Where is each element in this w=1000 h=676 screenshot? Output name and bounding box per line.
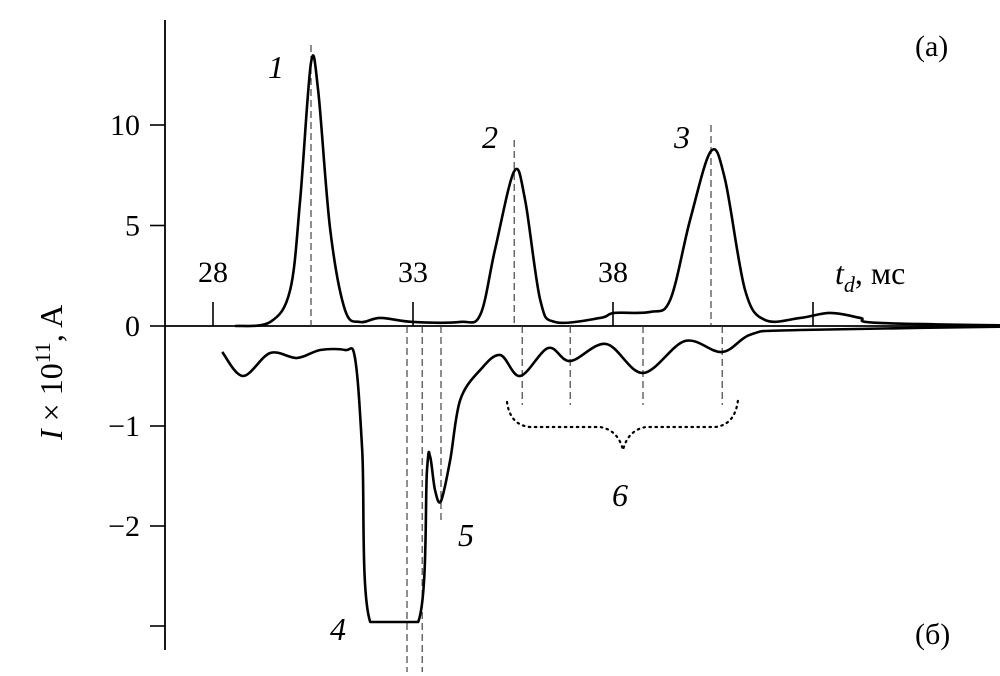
- brace-6: [505, 398, 740, 451]
- x-axis-label: td, мс: [835, 255, 905, 297]
- x-label-subscript: d: [844, 272, 856, 297]
- peak-label-6: 6: [612, 477, 628, 513]
- series-line-a: [234, 54, 1000, 328]
- peak-label-2: 2: [482, 119, 498, 155]
- y-tick-label: −1: [108, 410, 140, 443]
- peak-label-3: 3: [673, 119, 690, 155]
- y-tick-label: 5: [125, 210, 140, 243]
- y-label-symbol: I: [33, 428, 69, 441]
- x-tick-label: 28: [198, 256, 228, 289]
- x-label-symbol: t: [835, 255, 845, 291]
- y-tick-label: 10: [110, 109, 140, 142]
- x-tick-label: 38: [598, 256, 628, 289]
- series-line-b: [221, 325, 1000, 624]
- y-label-exponent: 11: [30, 342, 55, 363]
- x-label-unit: , мс: [855, 255, 905, 291]
- y-tick-label: 0: [125, 310, 140, 343]
- x-tick-label: 33: [398, 256, 428, 289]
- panel-label-a: (a): [915, 30, 948, 63]
- peak-label-5: 5: [458, 517, 474, 553]
- y-axis-label: I × 1011, A: [30, 305, 69, 441]
- y-tick-label: −2: [108, 510, 140, 543]
- y-label-times: × 10: [33, 363, 69, 429]
- panel-label-b: (б): [915, 618, 950, 651]
- peak-label-1: 1: [268, 49, 284, 85]
- peak-label-4: 4: [330, 611, 346, 647]
- y-label-unit: , A: [33, 305, 69, 342]
